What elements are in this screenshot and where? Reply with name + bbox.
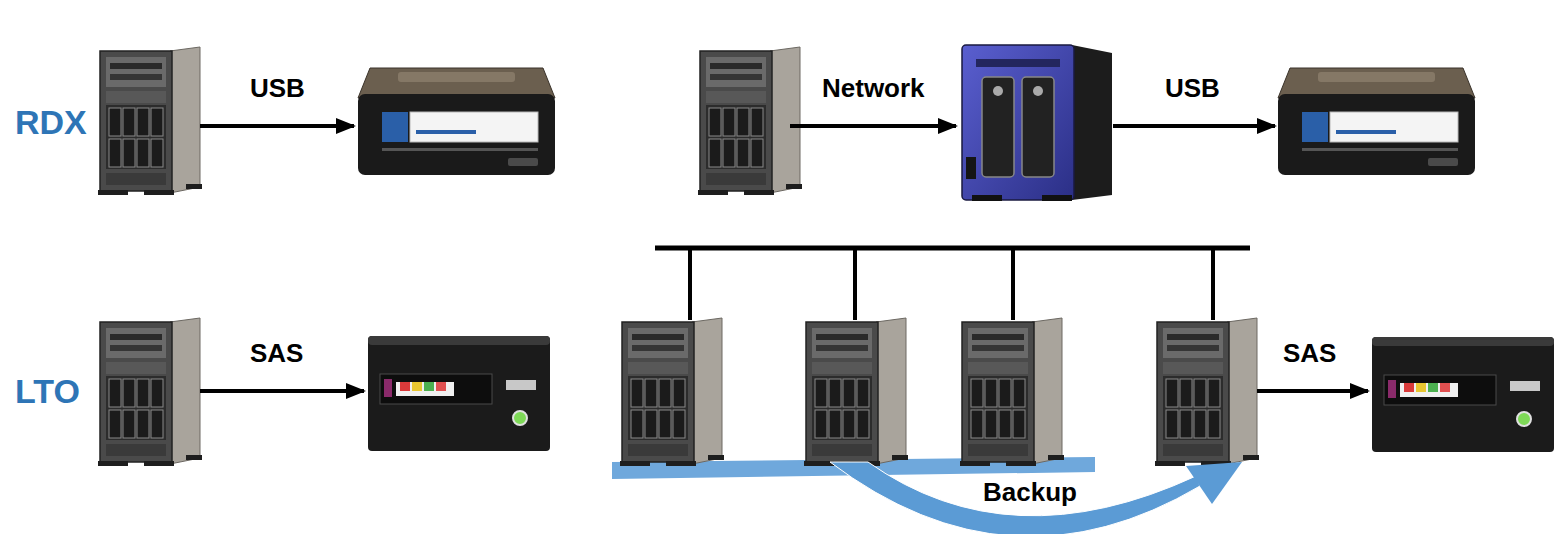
lto-drive bbox=[1372, 337, 1554, 452]
usb-arrow bbox=[200, 124, 354, 128]
backup-arrowhead bbox=[1186, 462, 1242, 504]
network-drop bbox=[853, 248, 857, 320]
tower-server bbox=[804, 318, 908, 466]
network-drop bbox=[688, 248, 692, 320]
tower-server bbox=[960, 318, 1064, 466]
tower-server bbox=[98, 318, 202, 466]
network-drop bbox=[1211, 248, 1215, 320]
connection-label: USB bbox=[250, 74, 305, 104]
tower-server bbox=[1155, 318, 1259, 466]
network-bus bbox=[655, 246, 1250, 251]
row-label: LTO bbox=[15, 372, 80, 411]
backup-arrow bbox=[830, 462, 1200, 534]
tower-server bbox=[698, 47, 802, 195]
network-arrow bbox=[790, 124, 956, 128]
row-label: RDX bbox=[15, 103, 87, 142]
tower-server bbox=[620, 318, 724, 466]
connection-label: SAS bbox=[250, 339, 303, 369]
lto-drive bbox=[368, 336, 550, 451]
connection-label: Network bbox=[822, 74, 925, 104]
connection-label: USB bbox=[1165, 74, 1220, 104]
connection-label: SAS bbox=[1283, 339, 1336, 369]
sas-arrow bbox=[200, 389, 364, 393]
usb-arrow bbox=[1113, 124, 1275, 128]
sas-arrow bbox=[1257, 389, 1368, 393]
rdx-drive bbox=[1278, 68, 1475, 175]
tower-server bbox=[98, 47, 202, 195]
rdx-drive bbox=[358, 68, 555, 175]
network-drop bbox=[1011, 248, 1015, 320]
flow-label: Backup bbox=[980, 478, 1080, 508]
nas-device bbox=[962, 45, 1112, 201]
